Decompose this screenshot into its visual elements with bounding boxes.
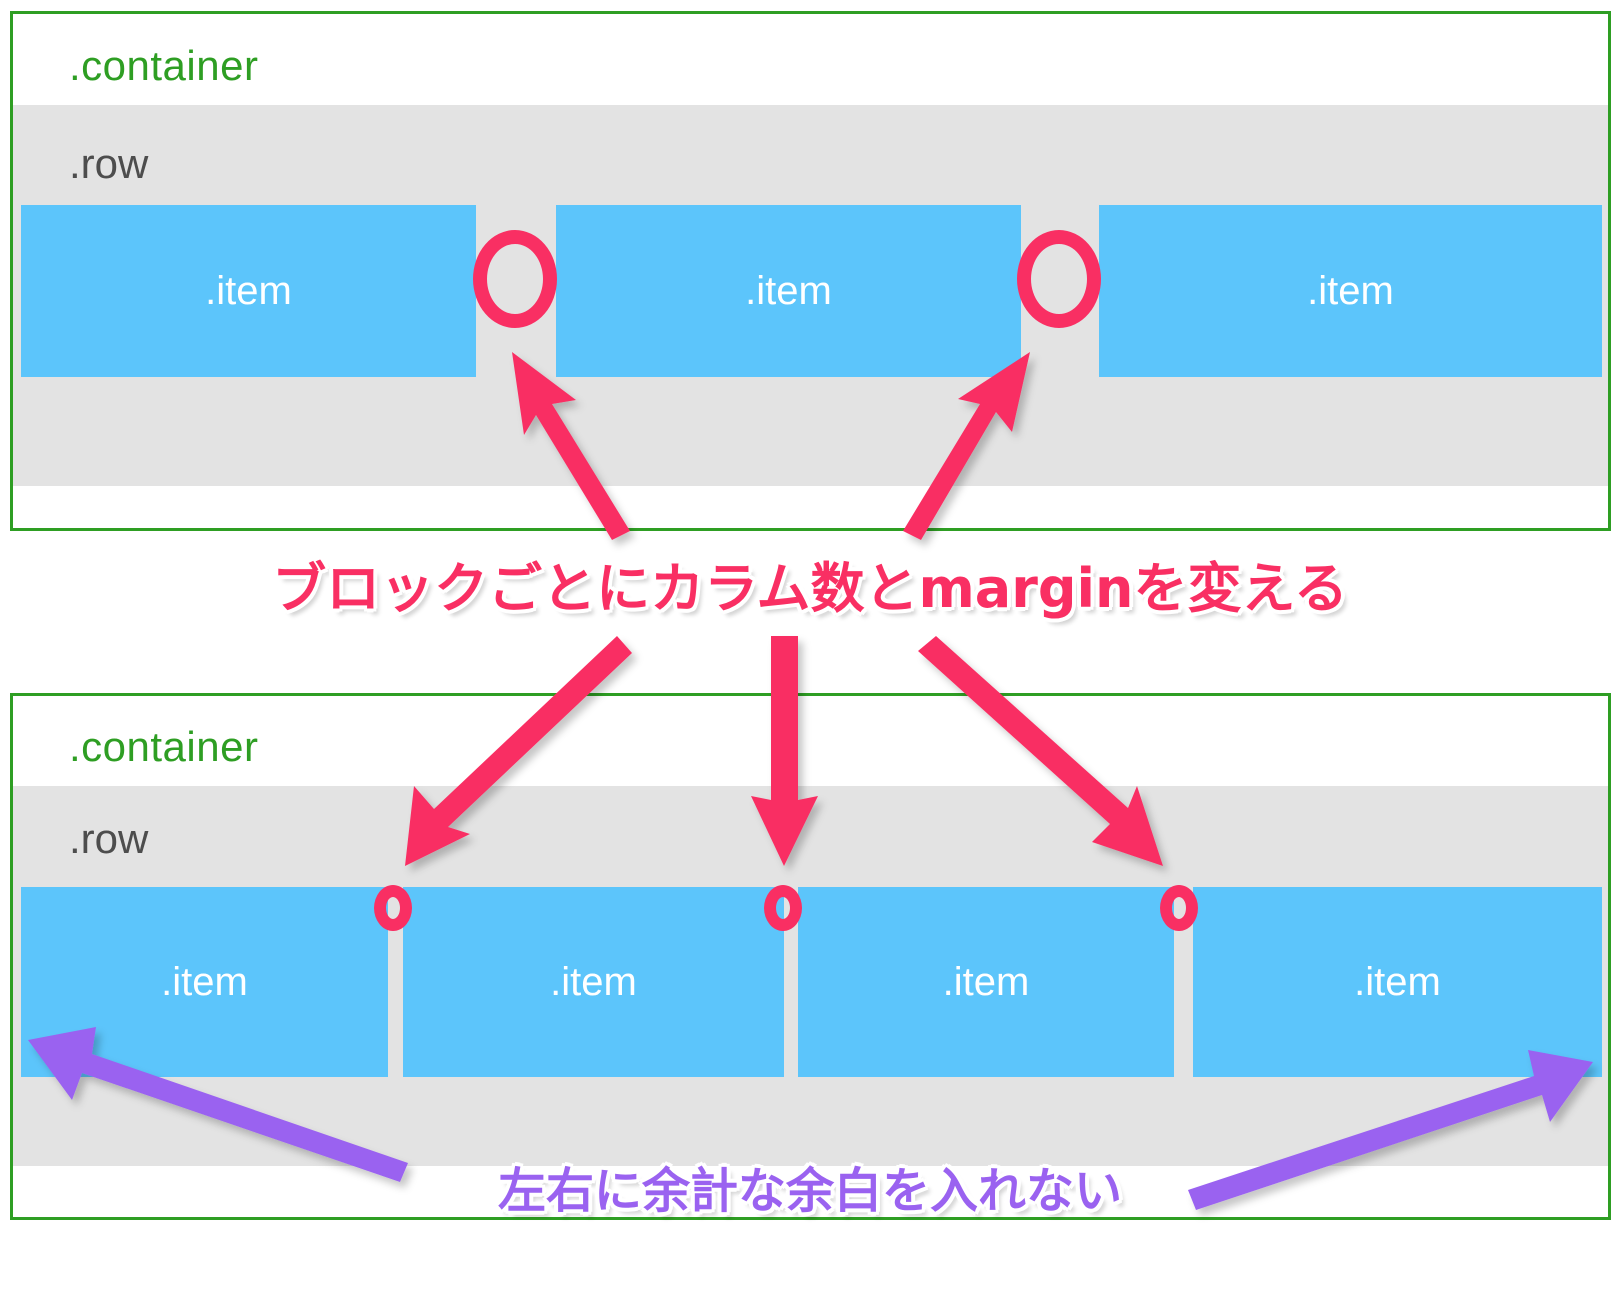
bottom-item-4: .item [1193, 887, 1602, 1077]
top-container-box: .container .row .item .item .item [10, 11, 1611, 531]
bottom-container-box: .container .row .item .item .item .item [10, 693, 1611, 1220]
gap-marker-small-icon [374, 885, 412, 931]
top-container-label: .container [69, 42, 259, 89]
bottom-item-3: .item [798, 887, 1174, 1077]
gap-marker-small-icon [764, 885, 802, 931]
gap-marker-large-icon [473, 230, 557, 328]
gap-marker-large-icon [1017, 230, 1101, 328]
bottom-row-box: .row .item .item .item .item [13, 786, 1608, 1166]
top-item-1: .item [21, 205, 476, 377]
purple-annotation-text: 左右に余計な余白を入れない [497, 1163, 1123, 1219]
pink-annotation-text: ブロックごとにカラム数とmarginを変える [272, 557, 1348, 620]
bottom-row-label: .row [69, 815, 149, 862]
bottom-item-2: .item [403, 887, 784, 1077]
top-row-box: .row .item .item .item [13, 105, 1608, 486]
bottom-container-label: .container [69, 723, 259, 770]
gap-marker-small-icon [1160, 885, 1198, 931]
top-item-3: .item [1099, 205, 1602, 377]
top-row-label: .row [69, 140, 149, 187]
top-item-2: .item [556, 205, 1021, 377]
bottom-item-1: .item [21, 887, 388, 1077]
